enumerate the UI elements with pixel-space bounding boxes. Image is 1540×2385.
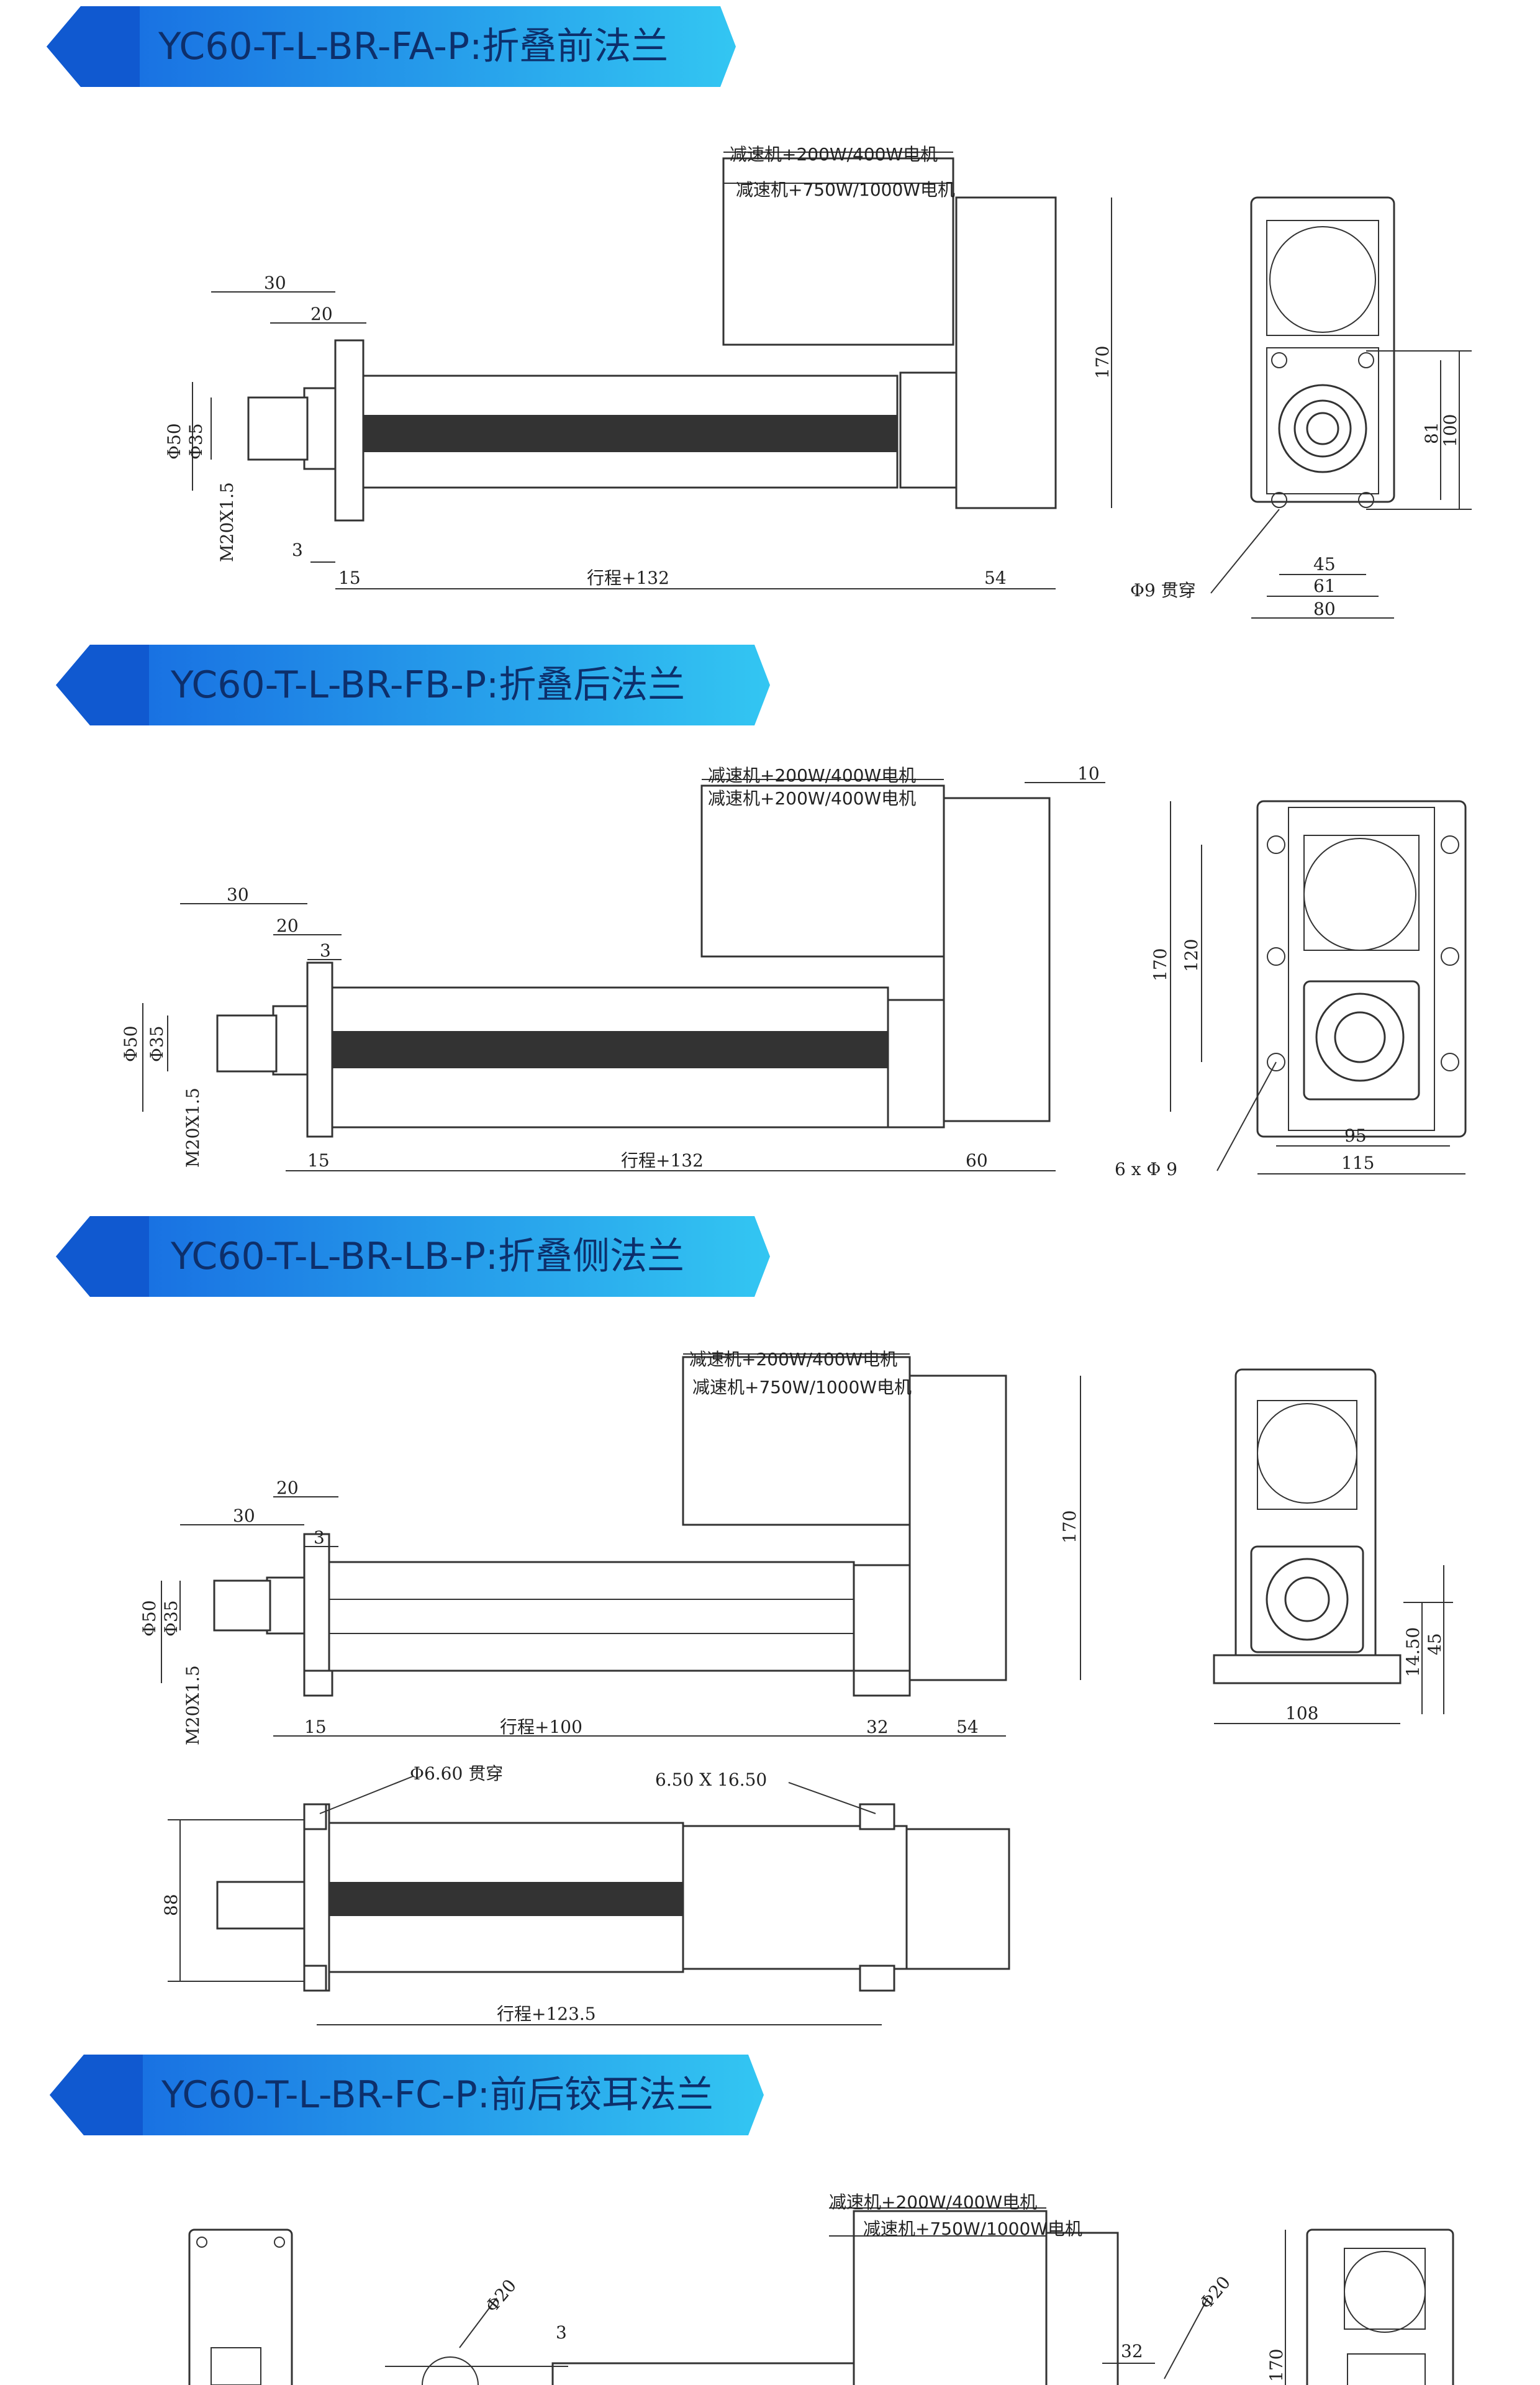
dim-dia-50: Φ50 — [120, 1025, 141, 1062]
dim-dia-50: Φ50 — [139, 1600, 160, 1637]
dim-32: 32 — [1121, 2341, 1143, 2361]
drawing-fc-left-end-view — [188, 2228, 293, 2385]
dim-30: 30 — [233, 1506, 255, 1526]
dim-54: 54 — [956, 1717, 979, 1737]
dim-stroke: 行程+132 — [587, 568, 669, 588]
dim-120: 120 — [1181, 939, 1202, 972]
motor-label-2: 减速机+750W/1000W电机 — [863, 2219, 1082, 2239]
drawing-fa-end-view — [1210, 196, 1472, 619]
dim-170: 170 — [1059, 1510, 1080, 1543]
banner-arrow-shape — [56, 645, 770, 725]
dim-3: 3 — [556, 2322, 567, 2343]
drawing-fc-side-view — [385, 2207, 1286, 2385]
section-banner-fb: YC60-T-L-BR-FB-P:折叠后法兰 — [56, 645, 770, 725]
dim-80: 80 — [1313, 599, 1336, 619]
dim-3: 3 — [314, 1527, 325, 1548]
dim-15: 15 — [338, 568, 361, 588]
motor-label-1: 减速机+200W/400W电机 — [829, 2192, 1037, 2212]
dim-14-50: 14.50 — [1403, 1627, 1423, 1677]
dim-10: 10 — [1077, 763, 1100, 784]
dim-hole: Φ6.60 贯穿 — [410, 1763, 503, 1784]
drawing-fc-right-end-view — [1306, 2228, 1454, 2385]
dim-dia-35: Φ35 — [186, 423, 206, 460]
dim-dia-20-right: Φ20 — [1195, 2272, 1234, 2313]
dim-thread: M20X1.5 — [183, 1665, 203, 1745]
dim-3: 3 — [292, 540, 303, 560]
dim-20: 20 — [276, 1478, 299, 1498]
banner-arrow-shape — [56, 1216, 770, 1297]
banner-arrow-shape — [50, 2055, 764, 2135]
dim-81: 81 — [1421, 422, 1442, 444]
dim-30: 30 — [227, 884, 249, 905]
dim-115: 115 — [1341, 1153, 1374, 1173]
dim-20: 20 — [276, 915, 299, 936]
dim-dia-35: Φ35 — [161, 1600, 181, 1637]
dim-thread: M20X1.5 — [217, 482, 237, 562]
motor-label-2: 减速机+200W/400W电机 — [708, 788, 916, 809]
drawing-fa-side-view — [192, 152, 1112, 589]
dim-170: 170 — [1150, 948, 1171, 981]
dim-30: 30 — [264, 273, 286, 293]
dim-20: 20 — [310, 304, 333, 324]
dim-108: 108 — [1285, 1703, 1318, 1724]
dim-170: 170 — [1266, 2349, 1287, 2382]
dim-stroke: 行程+100 — [500, 1717, 582, 1737]
section-banner-lb: YC60-T-L-BR-LB-P:折叠侧法兰 — [56, 1216, 770, 1297]
dim-3: 3 — [320, 940, 331, 961]
dim-holes: 6 x Φ 9 — [1115, 1159, 1177, 1179]
dim-95: 95 — [1344, 1125, 1367, 1146]
dim-88: 88 — [161, 1894, 181, 1916]
dim-100: 100 — [1440, 414, 1461, 447]
motor-label-1: 减速机+200W/400W电机 — [708, 765, 916, 786]
section-title: YC60-T-L-BR-FA-P:折叠前法兰 — [158, 25, 669, 68]
dim-dia-50: Φ50 — [164, 423, 184, 460]
dim-45: 45 — [1424, 1633, 1445, 1655]
section-title: YC60-T-L-BR-FC-P:前后铰耳法兰 — [161, 2073, 713, 2117]
dim-stroke-2: 行程+123.5 — [497, 2004, 596, 2024]
section-banner-fc: YC60-T-L-BR-FC-P:前后铰耳法兰 — [50, 2055, 764, 2135]
section-title: YC60-T-L-BR-FB-P:折叠后法兰 — [171, 663, 686, 707]
section-banner-fa: YC60-T-L-BR-FA-P:折叠前法兰 — [47, 6, 736, 87]
dim-dia-35: Φ35 — [147, 1025, 167, 1062]
dim-stroke: 行程+132 — [621, 1150, 704, 1171]
drawing-lb-side-view — [161, 1353, 1081, 1737]
motor-label-1: 减速机+200W/400W电机 — [689, 1349, 897, 1370]
dim-32: 32 — [866, 1717, 889, 1737]
dim-61: 61 — [1313, 576, 1336, 596]
section-title: YC60-T-L-BR-LB-P:折叠侧法兰 — [171, 1235, 685, 1278]
dim-thread: M20X1.5 — [183, 1088, 203, 1168]
dim-170: 170 — [1092, 346, 1113, 379]
dim-hole: Φ9 贯穿 — [1130, 580, 1196, 601]
dim-15: 15 — [307, 1150, 330, 1171]
drawing-fb-side-view — [142, 779, 1105, 1171]
motor-label-1: 减速机+200W/400W电机 — [730, 144, 938, 165]
drawing-lb-top-view — [168, 1776, 1010, 2025]
motor-label-2: 减速机+750W/1000W电机 — [692, 1377, 912, 1397]
dim-54: 54 — [984, 568, 1007, 588]
motor-label-2: 减速机+750W/1000W电机 — [736, 179, 955, 200]
drawing-fb-end-view — [1170, 800, 1467, 1174]
dim-slot: 6.50 X 16.50 — [655, 1769, 767, 1790]
dim-15: 15 — [304, 1717, 327, 1737]
dim-45: 45 — [1313, 554, 1336, 575]
dim-60: 60 — [966, 1150, 988, 1171]
banner-arrow-shape — [47, 6, 736, 87]
drawing-lb-end-view — [1213, 1368, 1453, 1724]
